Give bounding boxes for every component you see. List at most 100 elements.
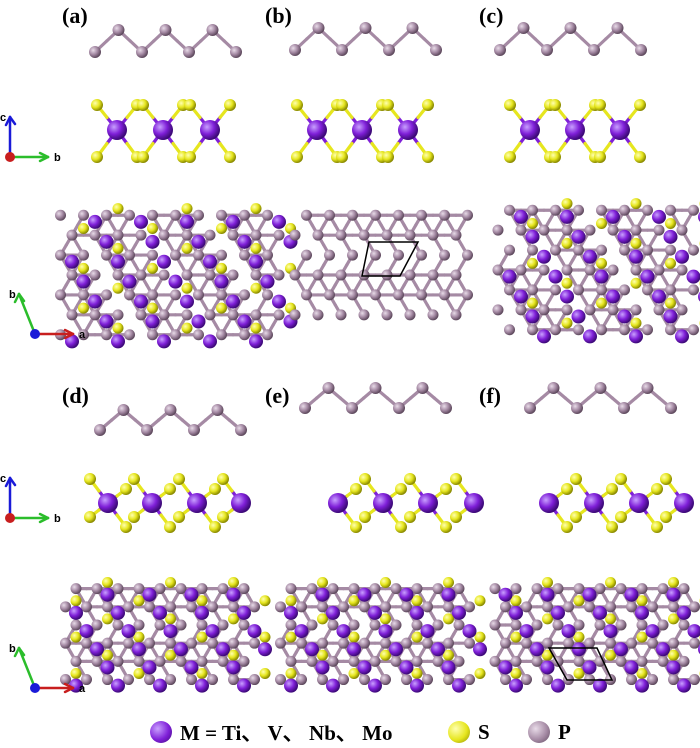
phosphorus-atom <box>196 619 208 631</box>
phosphorus-atom <box>411 583 423 595</box>
phosphorus-atom <box>60 601 71 613</box>
metal-atom <box>572 642 586 657</box>
metal-atom <box>571 309 586 324</box>
phosphorus-atom <box>312 22 325 34</box>
sulfur-atom <box>665 297 676 309</box>
phosphorus-atom <box>370 209 381 221</box>
metal-atom <box>540 660 555 675</box>
phosphorus-atom <box>547 382 560 394</box>
phosphorus-atom <box>464 637 475 649</box>
phosphorus-atom <box>249 674 260 686</box>
metal-atom <box>410 605 424 620</box>
phosphorus-atom <box>262 289 273 301</box>
metal-atom <box>168 274 183 289</box>
phosphorus-atom <box>206 24 219 36</box>
phosphorus-atom <box>380 674 391 686</box>
metal-atom <box>99 234 114 249</box>
phosphorus-atom <box>227 309 239 321</box>
metal-atom <box>272 214 286 229</box>
phosphorus-atom <box>133 655 145 667</box>
phosphorus-atom <box>228 637 239 649</box>
sulfur-atom <box>217 511 229 523</box>
panel-label-d: (d) <box>62 383 89 408</box>
phosphorus-atom <box>204 269 216 281</box>
metal-atom <box>153 120 173 140</box>
sulfur-atom <box>596 297 607 309</box>
phosphorus-atom <box>390 655 402 667</box>
sulfur-atom <box>259 595 271 607</box>
phosphorus-atom <box>573 204 584 216</box>
metal-atom <box>687 624 700 639</box>
phosphorus-atom <box>112 309 124 321</box>
sulfur-atom <box>404 473 416 485</box>
phosphorus-atom <box>636 583 648 595</box>
phosphorus-atom <box>584 601 595 613</box>
phosphorus-atom <box>561 224 573 236</box>
metal-atom <box>142 660 157 675</box>
metal-atom <box>441 587 456 602</box>
metal-atom <box>195 605 209 620</box>
metal-atom <box>237 678 251 693</box>
metal-atom <box>294 624 309 639</box>
metal-atom <box>237 234 252 249</box>
metal-atom <box>142 493 162 513</box>
phosphorus-atom <box>500 601 511 613</box>
phosphorus-atom <box>188 424 200 436</box>
metal-atom <box>145 234 160 249</box>
phosphorus-atom <box>605 601 616 613</box>
metal-atom <box>514 289 528 304</box>
metal-atom-icon <box>150 721 172 743</box>
axis-label: a <box>79 329 86 341</box>
axis-label: b <box>54 513 61 525</box>
metal-atom <box>79 624 94 639</box>
phosphorus-atom <box>262 329 273 341</box>
phosphorus-atom <box>401 674 412 686</box>
sulfur-atom <box>112 282 124 294</box>
phosphorus-atom <box>605 637 616 649</box>
phosphorus-atom <box>521 674 532 686</box>
axis-label: b <box>9 289 16 301</box>
phosphorus-atom <box>289 269 301 281</box>
phosphorus-atom <box>348 619 360 631</box>
phosphorus-atom <box>422 637 433 649</box>
phosphorus-atom <box>335 309 347 321</box>
sulfur-atom <box>78 262 89 274</box>
sulfur-atom <box>596 257 607 269</box>
phosphorus-atom <box>289 309 301 321</box>
sulfur-atom <box>359 473 371 485</box>
sulfur-atom <box>380 649 391 661</box>
phosphorus-atom <box>133 619 145 631</box>
phosphorus-atom <box>250 229 262 241</box>
sulfur-atom <box>594 99 606 111</box>
metal-atom <box>551 678 565 693</box>
phosphorus-atom <box>327 583 339 595</box>
sulfur-atom <box>605 613 616 625</box>
phosphorus-atom <box>527 284 538 296</box>
phosphorus-atom <box>101 209 112 221</box>
sulfur-atom <box>668 613 679 625</box>
phosphorus-atom <box>492 264 504 276</box>
phosphorus-atom <box>141 424 153 436</box>
sulfur-atom <box>665 257 676 269</box>
sulfur-atom <box>70 667 82 679</box>
sulfur-atom <box>228 649 239 661</box>
phosphorus-atom <box>102 601 113 613</box>
sulfur-atom <box>165 649 176 661</box>
metal-atom <box>249 334 263 349</box>
phosphorus-atom <box>517 22 530 34</box>
phosphorus-atom <box>584 264 596 276</box>
sulfur-atom <box>216 302 227 314</box>
phosphorus-atom <box>186 637 197 649</box>
phosphorus-atom <box>102 637 113 649</box>
phosphorus-atom <box>238 619 250 631</box>
phosphorus-atom <box>538 304 550 316</box>
phosphorus-atom <box>327 619 339 631</box>
phosphorus-atom <box>250 309 262 321</box>
sulfur-atom <box>224 151 236 163</box>
phosphorus-atom <box>275 674 286 686</box>
sulfur-atom <box>291 151 303 163</box>
metal-atom <box>180 294 194 309</box>
phosphorus-atom <box>416 249 427 261</box>
sulfur-atom <box>250 242 262 254</box>
